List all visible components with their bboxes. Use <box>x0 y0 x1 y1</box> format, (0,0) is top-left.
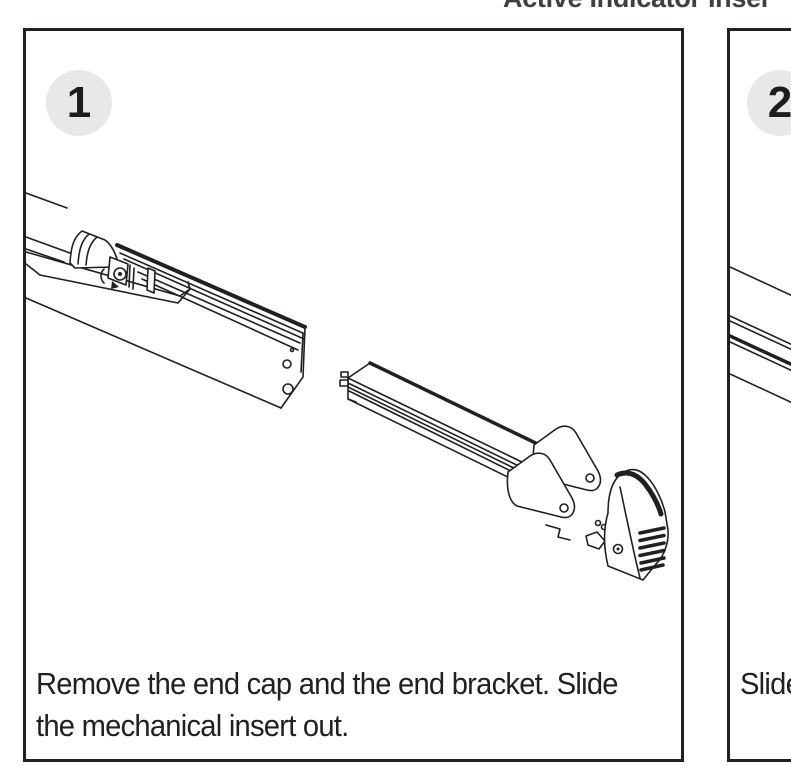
latch-mechanism <box>100 256 156 294</box>
step-2-number: 2 <box>767 78 791 127</box>
rail-channel-partial <box>730 266 791 404</box>
step-1-diagram-exploded-rail <box>26 192 669 581</box>
end-bracket <box>506 425 608 550</box>
step-1-number-badge: 1 <box>46 70 112 136</box>
step-1-number: 1 <box>66 78 92 127</box>
caption-line: Slide <box>740 666 791 701</box>
caption-line: the mechanical insert out. <box>36 708 349 743</box>
caption-line: Remove the end cap and the end bracket. … <box>36 666 619 701</box>
push-bar <box>26 236 191 304</box>
page-title: Active Indicator Inser <box>503 0 771 14</box>
step-2-caption: Slide <box>740 663 791 705</box>
step-2-panel: 2 Slide <box>727 28 791 762</box>
end-cap <box>603 468 669 581</box>
step-1-panel: 1 <box>23 28 684 762</box>
step-1-caption: Remove the end cap and the end bracket. … <box>36 663 633 747</box>
step-2-diagram-rail <box>730 266 791 404</box>
rail-channel <box>26 192 307 409</box>
